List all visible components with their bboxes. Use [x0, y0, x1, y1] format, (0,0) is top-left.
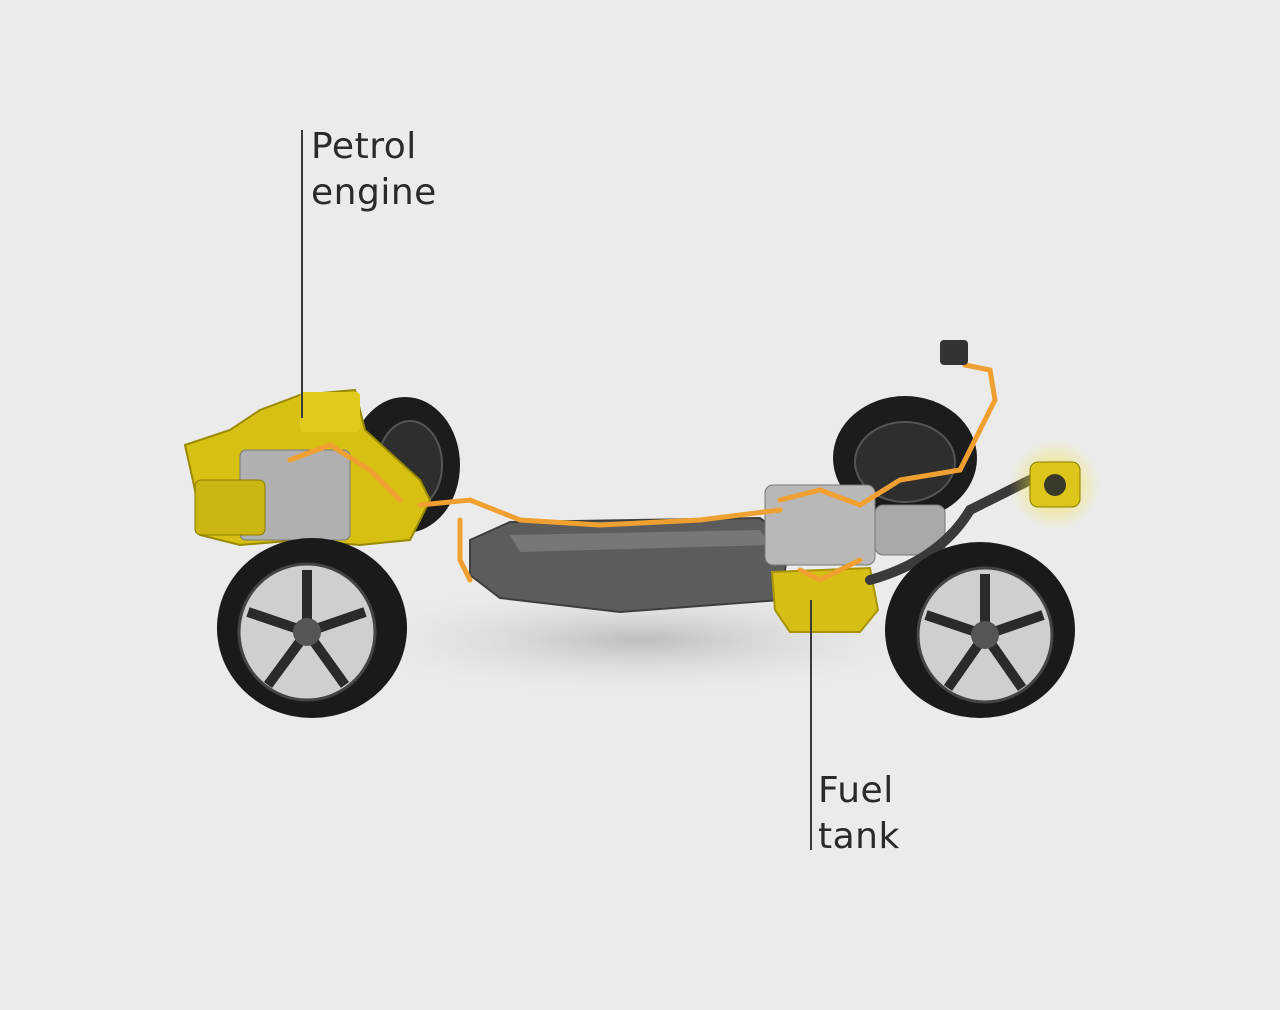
rear-axle-unit [874, 504, 946, 556]
fuel-tank-label-line1: Fuel [818, 770, 894, 811]
rear-motor-unit [764, 484, 876, 566]
petrol-engine [183, 388, 432, 547]
fuel-filler-cap [1010, 440, 1100, 530]
fuel-filler-hose [865, 475, 1035, 585]
tank-leader-line [810, 600, 812, 850]
fuel-tank [770, 566, 880, 633]
petrol-engine-label-line1: Petrol [311, 126, 417, 167]
charging-plug [940, 340, 968, 365]
petrol-engine-label: Petrol engine [311, 124, 437, 216]
hv-cables [287, 362, 998, 583]
petrol-engine-label-line2: engine [311, 172, 437, 213]
fuel-tank-label-line2: tank [818, 816, 900, 857]
engine-leader-line [301, 130, 303, 418]
battery-top [510, 530, 770, 552]
front-left-wheel [217, 538, 407, 718]
front-right-wheel [885, 542, 1075, 718]
fuel-tank-label: Fuel tank [818, 768, 900, 860]
